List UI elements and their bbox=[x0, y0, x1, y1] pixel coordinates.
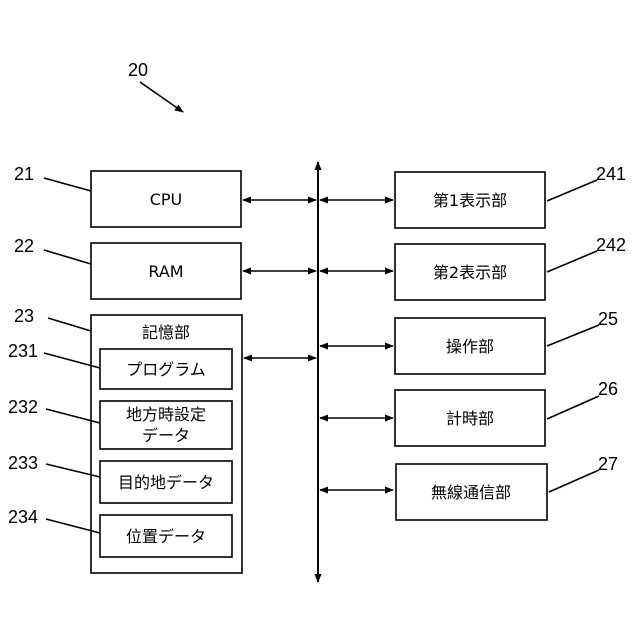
display2-block: 第2表示部 bbox=[395, 244, 545, 300]
display2-ref: 242 bbox=[596, 235, 626, 255]
storage-label: 記憶部 bbox=[142, 323, 190, 342]
position-data-ref: 234 bbox=[8, 507, 38, 527]
display1-leader bbox=[547, 180, 597, 201]
operation-label: 操作部 bbox=[446, 337, 494, 356]
position-data-block: 位置データ bbox=[100, 515, 232, 557]
storage-leader bbox=[48, 318, 91, 331]
ram-block: RAM bbox=[91, 243, 241, 299]
cpu-ref: 21 bbox=[14, 164, 34, 184]
cpu-leader bbox=[44, 178, 91, 191]
ram-label: RAM bbox=[148, 262, 183, 281]
wireless-ref: 27 bbox=[598, 454, 618, 474]
cpu-block: CPU bbox=[91, 171, 241, 227]
local-time-setting-label-line2: データ bbox=[142, 426, 190, 445]
program-block: プログラム bbox=[100, 349, 232, 389]
clock-ref: 26 bbox=[598, 379, 618, 399]
clock-leader bbox=[547, 396, 599, 419]
wireless-label: 無線通信部 bbox=[431, 483, 511, 502]
display2-leader bbox=[547, 251, 597, 272]
clock-block: 計時部 bbox=[395, 390, 545, 446]
ram-leader bbox=[44, 250, 91, 264]
destination-data-ref: 233 bbox=[8, 453, 38, 473]
figure-number: 20 bbox=[128, 60, 148, 80]
display2-label: 第2表示部 bbox=[433, 263, 507, 282]
figure-pointer-arrow bbox=[140, 82, 183, 112]
destination-data-label: 目的地データ bbox=[118, 473, 214, 492]
ram-ref: 22 bbox=[14, 236, 34, 256]
local-time-setting-label-line1: 地方時設定 bbox=[126, 405, 206, 424]
display1-block: 第1表示部 bbox=[395, 172, 545, 228]
destination-data-block: 目的地データ bbox=[100, 461, 232, 503]
operation-ref: 25 bbox=[598, 309, 618, 329]
local-time-setting-ref: 232 bbox=[8, 397, 38, 417]
operation-block: 操作部 bbox=[395, 318, 545, 374]
program-ref: 231 bbox=[8, 341, 38, 361]
operation-leader bbox=[547, 325, 599, 346]
storage-ref: 23 bbox=[14, 306, 34, 326]
local-time-setting-data-block: 地方時設定 データ bbox=[100, 401, 232, 449]
cpu-label: CPU bbox=[150, 190, 183, 209]
display1-label: 第1表示部 bbox=[433, 191, 507, 210]
position-data-label: 位置データ bbox=[126, 527, 206, 546]
wireless-leader bbox=[549, 470, 599, 492]
display1-ref: 241 bbox=[596, 164, 626, 184]
wireless-block: 無線通信部 bbox=[396, 464, 547, 520]
clock-label: 計時部 bbox=[446, 409, 494, 428]
program-label: プログラム bbox=[126, 360, 206, 379]
